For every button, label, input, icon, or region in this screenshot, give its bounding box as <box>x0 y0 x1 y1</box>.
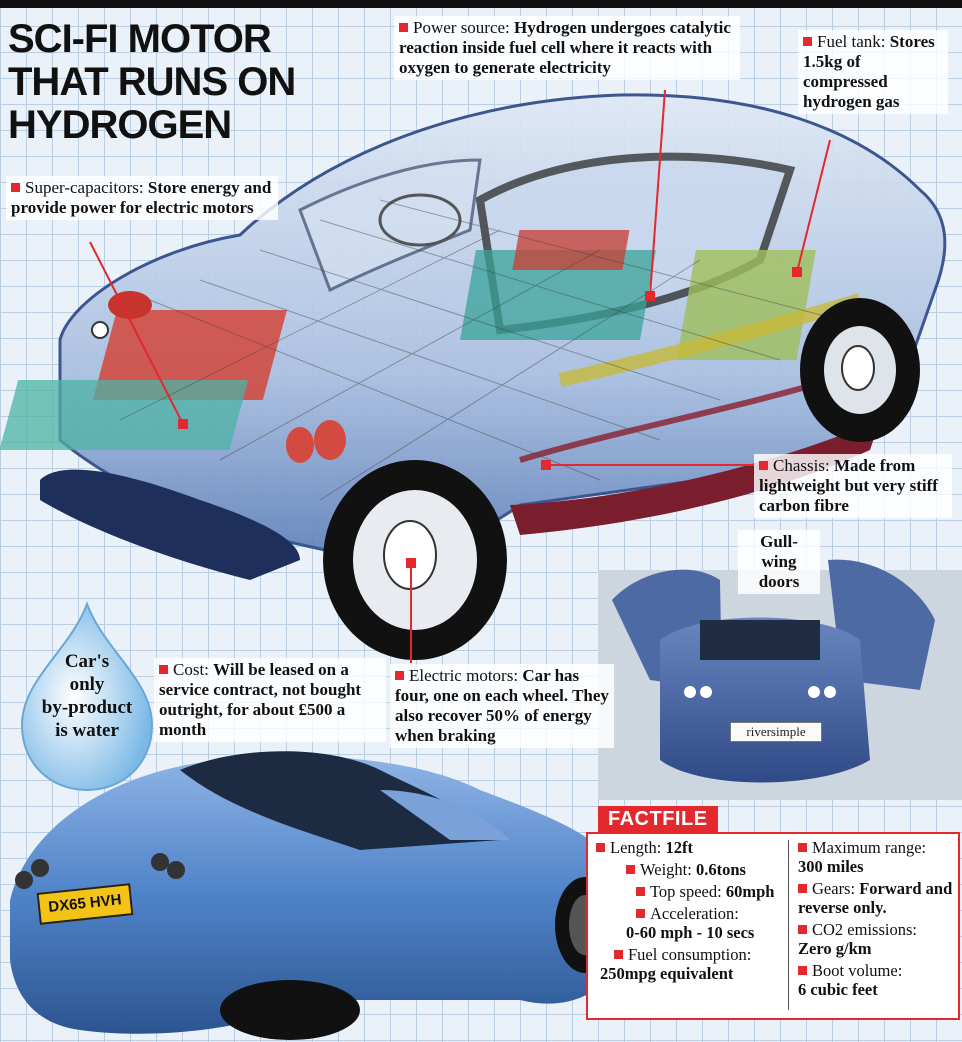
red-square-icon <box>11 183 20 192</box>
callout-text: Gull-wing doors <box>758 532 800 591</box>
callout-text: Stores 1.5kg of compressed hydrogen gas <box>803 32 935 111</box>
fact-label: Gears: <box>812 879 856 898</box>
callout-label: Super-capacitors: <box>25 178 144 197</box>
fact-value: 6 cubic feet <box>798 980 878 999</box>
fact-label: Fuel consumption: <box>628 945 752 964</box>
callout-label: Power source: <box>413 18 510 37</box>
fact-fuel-consumption: Fuel consumption:250mpg equivalent <box>596 945 784 983</box>
fact-label: Weight: <box>640 860 692 879</box>
red-square-icon <box>159 665 168 674</box>
fact-length: Length: 12ft <box>596 838 784 857</box>
page-title: SCI-FI MOTOR THAT RUNS ON HYDROGEN <box>8 17 296 147</box>
gull-wing-car-photo <box>598 559 962 800</box>
fact-value: 250mpg equivalent <box>600 964 734 983</box>
callout-text: Store energy and provide power for elect… <box>11 178 272 217</box>
callout-super-capacitors: Super-capacitors: Store energy and provi… <box>6 176 278 220</box>
callout-text: Made from lightweight but very stiff car… <box>759 456 938 515</box>
rear-wheel <box>800 298 920 442</box>
brand-badge: riversimple <box>730 722 822 742</box>
factfile-left-column: Length: 12ft Weight: 0.6tons Top speed: … <box>596 838 784 986</box>
red-square-icon <box>399 23 408 32</box>
fact-label: Acceleration: <box>650 904 739 923</box>
fact-label: CO2 emissions: <box>812 920 917 939</box>
callout-gull-wing-doors: Gull-wing doors <box>738 530 820 594</box>
fact-value: Forward and reverse only. <box>798 879 953 917</box>
fact-value: 60mph <box>725 882 775 901</box>
fact-value: 12ft <box>665 838 693 857</box>
fact-value: 300 miles <box>798 857 864 876</box>
red-square-icon <box>626 865 635 874</box>
drop-line-3: by-product <box>41 697 133 718</box>
factfile-body: Length: 12ft Weight: 0.6tons Top speed: … <box>586 832 960 1020</box>
factfile-heading: FACTFILE <box>598 806 718 833</box>
blue-car-photo <box>10 751 620 1040</box>
red-square-icon <box>759 461 768 470</box>
callout-label: Fuel tank: <box>817 32 886 51</box>
callout-label: Electric motors: <box>409 666 519 685</box>
callout-label: Cost: <box>173 660 209 679</box>
callout-fuel-tank: Fuel tank: Stores 1.5kg of compressed hy… <box>798 30 948 114</box>
drop-text: Car's only by-product is water <box>22 650 152 742</box>
water-drop-icon <box>20 601 154 792</box>
red-square-icon <box>798 843 807 852</box>
water-drop-callout: Car's only by-product is water <box>22 604 152 774</box>
red-square-icon <box>798 884 807 893</box>
red-square-icon <box>803 37 812 46</box>
callout-text: Hydrogen undergoes catalytic reaction in… <box>399 18 731 77</box>
drop-line-4: is water <box>55 720 119 741</box>
factfile-panel: Length: 12ft Weight: 0.6tons Top speed: … <box>586 806 960 1020</box>
fact-co2-emissions: CO2 emissions:Zero g/km <box>798 920 954 958</box>
callout-electric-motors: Electric motors: Car has four, one on ea… <box>390 664 614 748</box>
callout-text: Car has four, one on each wheel. They al… <box>395 666 609 745</box>
factfile-divider <box>788 840 789 1010</box>
fact-label: Maximum range: <box>812 838 927 857</box>
fact-value: 0-60 mph - 10 secs <box>626 923 755 942</box>
red-square-icon <box>614 950 623 959</box>
fact-maximum-range: Maximum range:300 miles <box>798 838 954 876</box>
red-square-icon <box>636 887 645 896</box>
cutaway-car-body <box>0 93 947 580</box>
drop-line-2: only <box>69 674 105 695</box>
fact-weight: Weight: 0.6tons <box>596 860 784 879</box>
fact-value: 0.6tons <box>695 860 746 879</box>
fact-label: Boot volume: <box>812 961 903 980</box>
factfile-right-column: Maximum range:300 miles Gears: Forward a… <box>798 838 954 1002</box>
fact-value: Zero g/km <box>798 939 872 958</box>
red-square-icon <box>395 671 404 680</box>
leader-lines <box>89 89 831 663</box>
red-square-icon <box>596 843 605 852</box>
callout-label: Chassis: <box>773 456 830 475</box>
fact-gears: Gears: Forward and reverse only. <box>798 879 954 917</box>
red-square-icon <box>798 966 807 975</box>
red-square-icon <box>798 925 807 934</box>
top-bar <box>0 0 962 8</box>
fact-boot-volume: Boot volume:6 cubic feet <box>798 961 954 999</box>
callout-chassis: Chassis: Made from lightweight but very … <box>754 454 952 518</box>
red-square-icon <box>636 909 645 918</box>
title-line-1: SCI-FI MOTOR <box>8 17 272 61</box>
callout-power-source: Power source: Hydrogen undergoes catalyt… <box>394 16 740 80</box>
callout-text: Will be leased on a service contract, no… <box>159 660 362 739</box>
fact-label: Length: <box>610 838 662 857</box>
callout-cost: Cost: Will be leased on a service contra… <box>154 658 386 742</box>
drop-line-1: Car's <box>64 651 110 672</box>
fact-top-speed: Top speed: 60mph <box>596 882 784 901</box>
fact-acceleration: Acceleration:0-60 mph - 10 secs <box>596 904 784 942</box>
fact-label: Top speed: <box>650 882 722 901</box>
title-line-2: THAT RUNS ON <box>8 60 296 104</box>
title-line-3: HYDROGEN <box>8 103 232 147</box>
